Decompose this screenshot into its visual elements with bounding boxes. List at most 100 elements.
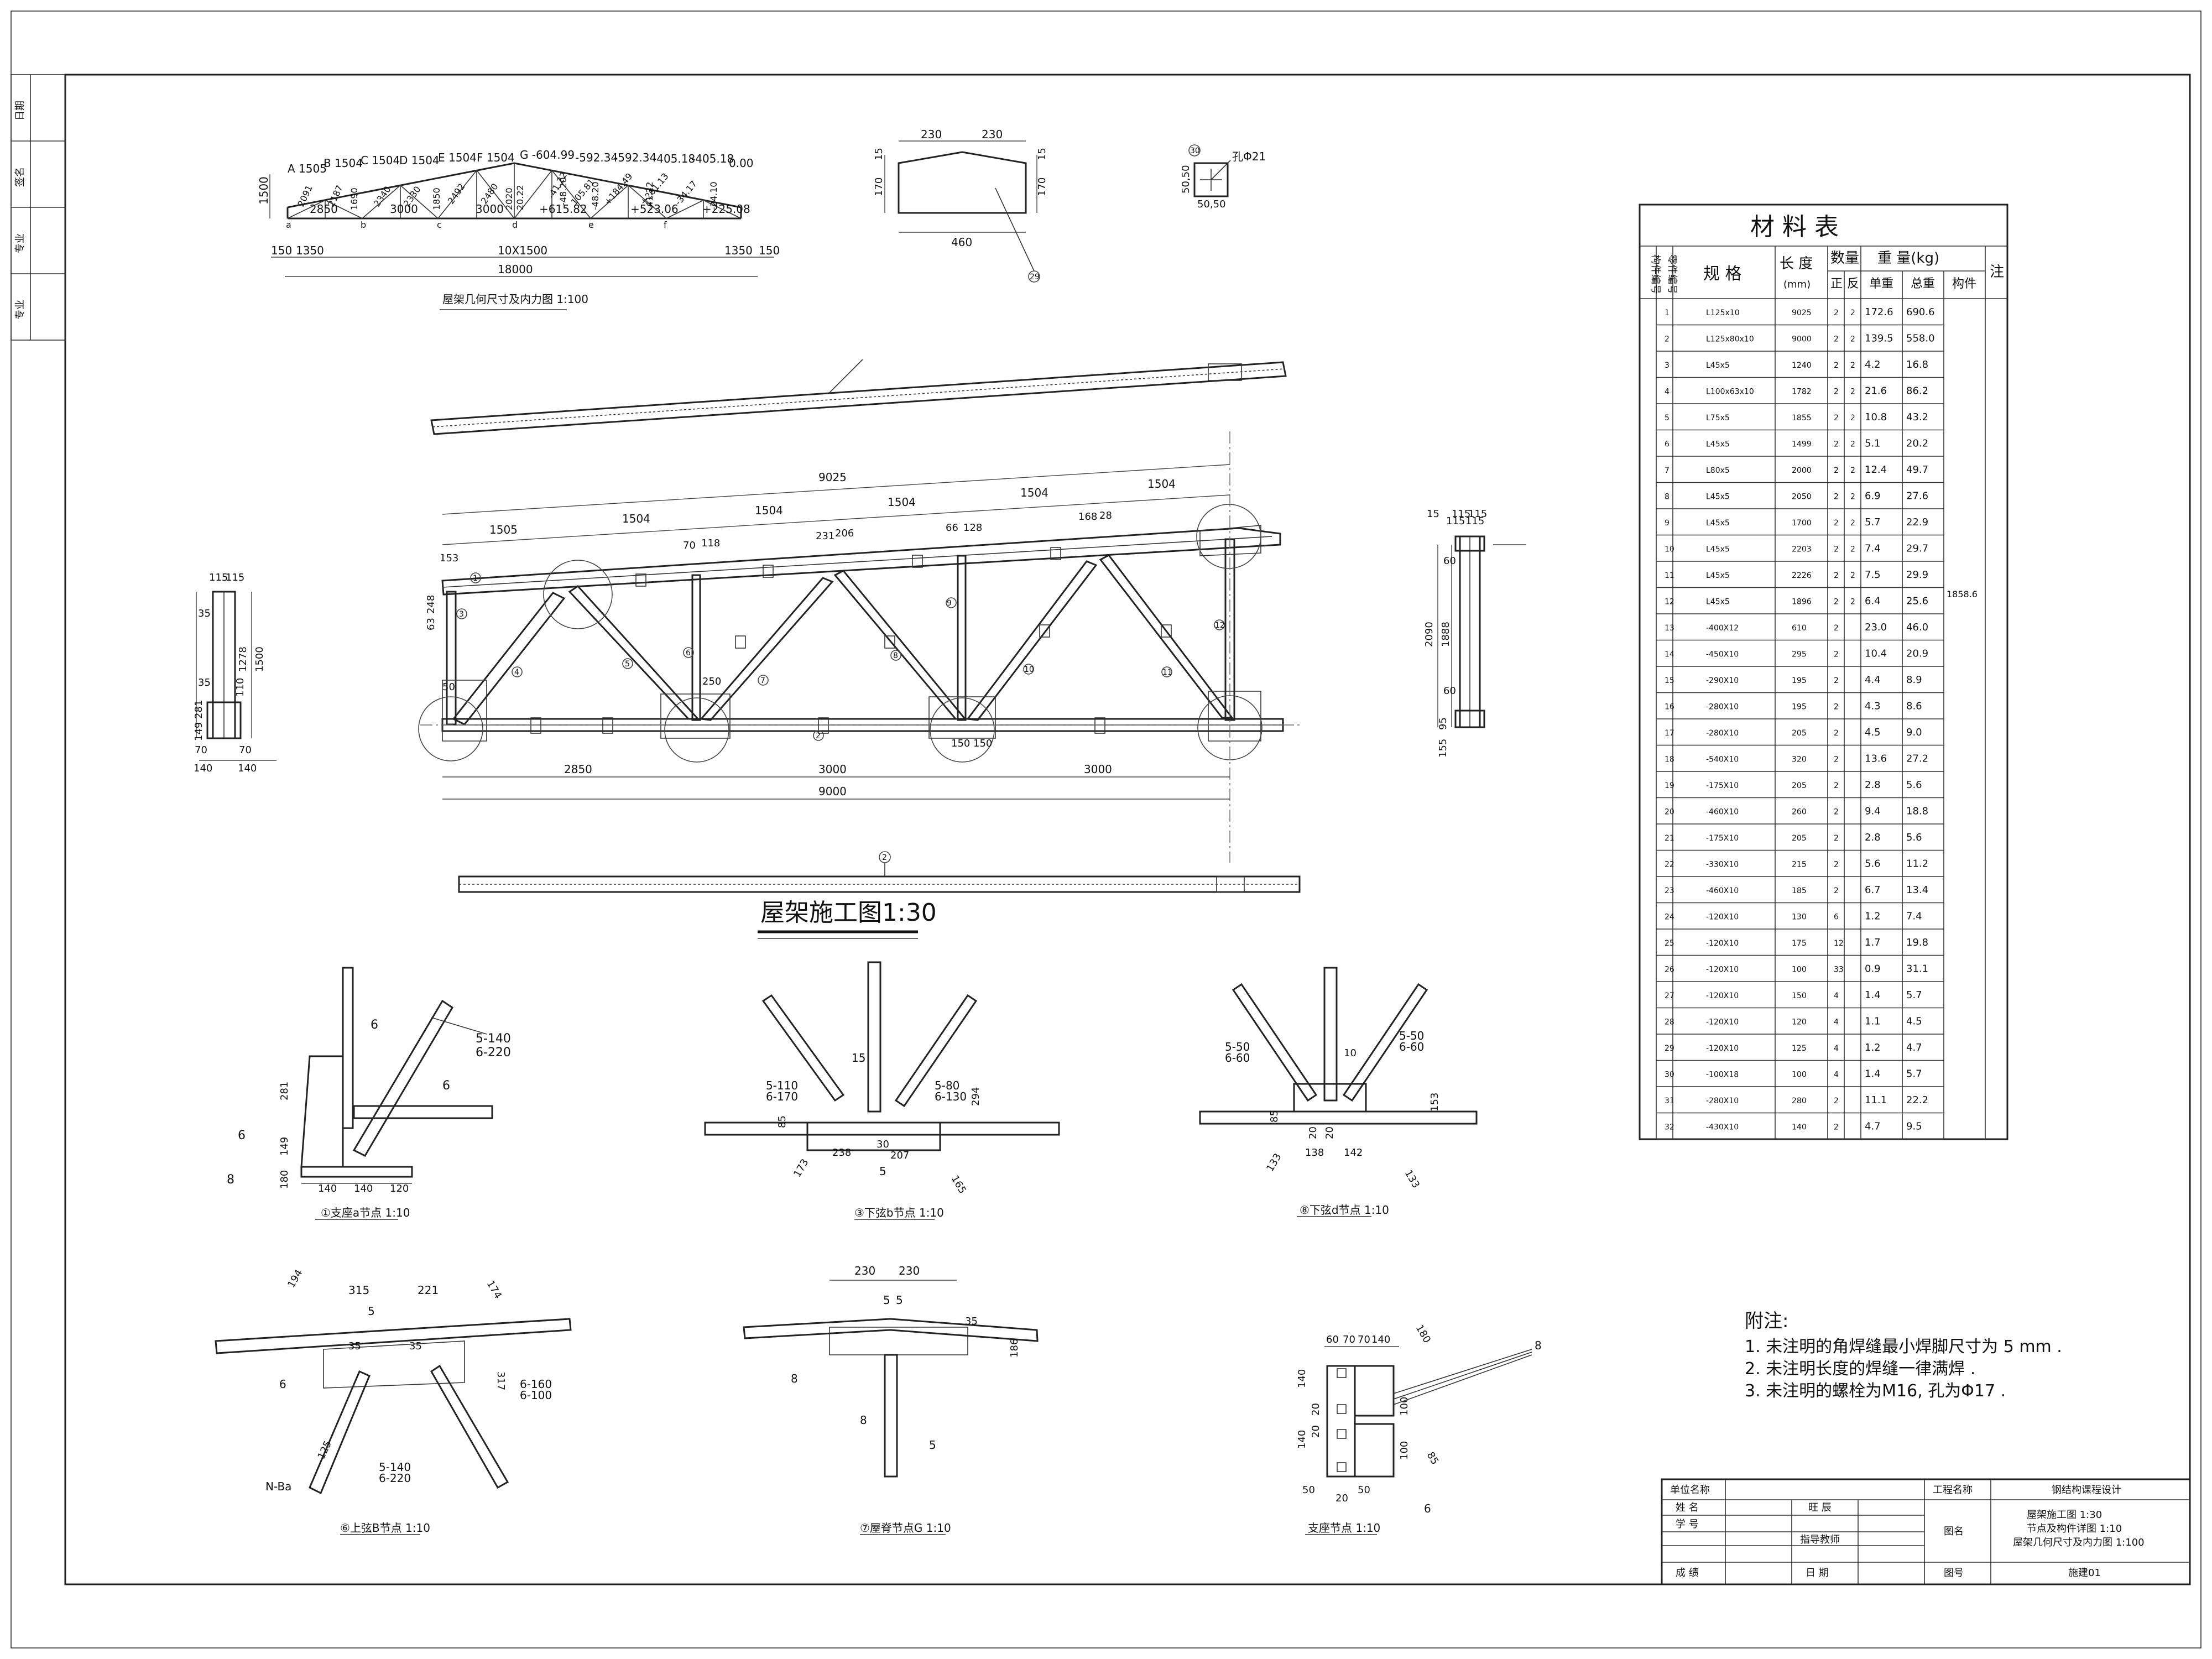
- left-view-dim: 140: [194, 763, 212, 774]
- scheme-top-label: D 1504: [399, 154, 440, 167]
- table-cell: 1.4: [1865, 989, 1881, 1001]
- tb-project-value: 钢结构课程设计: [2052, 1484, 2121, 1496]
- left-view-dim: 115: [226, 572, 244, 583]
- left-view-dim: 281: [193, 700, 205, 719]
- table-cell: 195: [1792, 676, 1807, 685]
- table-cell: 4.5: [1906, 1015, 1922, 1027]
- tb-drawing-label: 图名: [1944, 1526, 1964, 1537]
- table-cell: 130: [1792, 912, 1807, 921]
- detail-label: 140: [1296, 1369, 1308, 1388]
- detail-label: 5-140: [379, 1460, 411, 1474]
- table-cell: 26: [1665, 965, 1674, 974]
- table-cell: 12: [1834, 939, 1844, 948]
- detail-caption: 支座节点 1:10: [1308, 1521, 1380, 1535]
- detail-label: N-Ba: [265, 1480, 291, 1493]
- table-cell: 2: [1850, 440, 1855, 448]
- table-cell: 10: [1665, 545, 1674, 554]
- detail-label: 20: [1335, 1493, 1348, 1504]
- scheme-bottom-label: 3000: [476, 202, 504, 216]
- table-cell: 205: [1792, 834, 1807, 843]
- table-cell: -120X10: [1706, 965, 1739, 974]
- local-dim: 250: [702, 676, 721, 687]
- detail-label: 230: [854, 1264, 875, 1277]
- table-cell: 7.4: [1865, 542, 1881, 554]
- scheme-dim: 150: [759, 244, 780, 257]
- table-cell: 1499: [1792, 440, 1812, 448]
- table-cell: 205: [1792, 781, 1807, 790]
- detail-label: 8: [1535, 1339, 1542, 1352]
- hole-label: 孔Φ21: [1232, 150, 1266, 163]
- scheme-diag-label: +184.49: [602, 171, 635, 207]
- tb-drawing-line: 屋架施工图 1:30: [2027, 1509, 2102, 1521]
- plate-dim: 170: [1036, 178, 1048, 196]
- detail-label: 8: [860, 1413, 867, 1427]
- elev-top-panel: 1504: [1020, 486, 1048, 499]
- part-mark: 6: [686, 649, 691, 658]
- hole-detail: 30 孔Φ21 50,50 50,50: [1180, 144, 1266, 210]
- table-cell: -430X10: [1706, 1123, 1739, 1131]
- table-cell: 2: [1850, 466, 1855, 475]
- plate-dim: 15: [873, 148, 885, 160]
- table-cell: 2: [1834, 571, 1839, 580]
- detail-label: 6: [238, 1129, 246, 1142]
- table-cell: 558.0: [1906, 332, 1935, 344]
- side-strip-label: 签名: [14, 167, 26, 187]
- table-cell: 2: [1665, 335, 1670, 343]
- table-cell: 10.4: [1865, 648, 1887, 659]
- detail-label: 20: [1310, 1425, 1322, 1438]
- detail-label: 221: [418, 1284, 439, 1297]
- table-cell: 4: [1665, 387, 1670, 396]
- table-cell: 86.2: [1906, 385, 1928, 397]
- scheme-diag-label: -48.20: [590, 181, 601, 210]
- table-cell: 140: [1792, 1123, 1807, 1131]
- detail-label: 142: [1344, 1147, 1363, 1159]
- table-cell: 27.6: [1906, 490, 1928, 502]
- part-mark: 11: [1162, 668, 1172, 677]
- table-header: 反: [1847, 277, 1859, 291]
- table-header: 零件编号: [1666, 254, 1678, 294]
- table-cell: 2: [1850, 597, 1855, 606]
- plate-dim: 170: [873, 178, 885, 196]
- table-cell: L75x5: [1706, 414, 1730, 422]
- detail-label: 281: [279, 1082, 290, 1100]
- table-cell: 10.8: [1865, 411, 1887, 423]
- detail-label: 5-50: [1225, 1040, 1250, 1053]
- detail-label: 5: [879, 1165, 886, 1178]
- part-mark: 2: [816, 732, 821, 740]
- detail-bottom-d: 5-50 6-60 5-50 6-60 10 85 138 142 133 13…: [1199, 967, 1478, 1217]
- scheme-top-label: 0.00: [729, 156, 754, 170]
- side-strip-label: 专业: [14, 300, 26, 320]
- part-mark: 3: [459, 610, 464, 619]
- table-cell: 1.7: [1865, 937, 1881, 948]
- left-view-dim: 1278: [237, 646, 249, 672]
- table-cell: -280X10: [1706, 729, 1739, 738]
- detail-label: 20: [1324, 1126, 1335, 1139]
- table-cell: 4: [1834, 1044, 1839, 1053]
- right-view-dim: 115: [1468, 508, 1487, 520]
- table-cell: 12: [1665, 597, 1674, 606]
- tb-drawing-line: 节点及构件详图 1:10: [2027, 1523, 2122, 1535]
- detail-label: 140: [318, 1183, 337, 1194]
- detail-label: 5-110: [766, 1079, 798, 1092]
- scheme-node-label: d: [512, 220, 518, 230]
- scheme-dim: 1350: [296, 244, 324, 257]
- table-cell: 19: [1665, 781, 1674, 790]
- table-member-total: 1858.6: [1947, 589, 1978, 599]
- elev-top-panel: 1504: [622, 512, 650, 525]
- table-cell: 205: [1792, 729, 1807, 738]
- table-cell: 2: [1834, 466, 1839, 475]
- truss-scheme: A 1505 B 1504 C 1504 D 1504 E 1504 F 150…: [257, 148, 780, 310]
- table-cell: 2: [1850, 335, 1855, 343]
- table-cell: -175X10: [1706, 781, 1739, 790]
- title-block: 单位名称 工程名称 钢结构课程设计 姓 名 旺 辰 图名 屋架施工图 1:30 …: [1661, 1478, 2191, 1585]
- scheme-bottom-label: 3000: [390, 202, 418, 216]
- detail-label: 6: [371, 1018, 378, 1032]
- hole-mark: 30: [1190, 147, 1200, 155]
- detail-label: 294: [970, 1087, 982, 1106]
- scheme-dim: 1350: [724, 244, 753, 257]
- local-dim: 150: [973, 738, 992, 749]
- detail-label: 5-80: [935, 1079, 959, 1092]
- detail-label: 186: [1009, 1339, 1020, 1358]
- table-cell: 27.2: [1906, 753, 1928, 764]
- table-cell: 17: [1665, 729, 1674, 738]
